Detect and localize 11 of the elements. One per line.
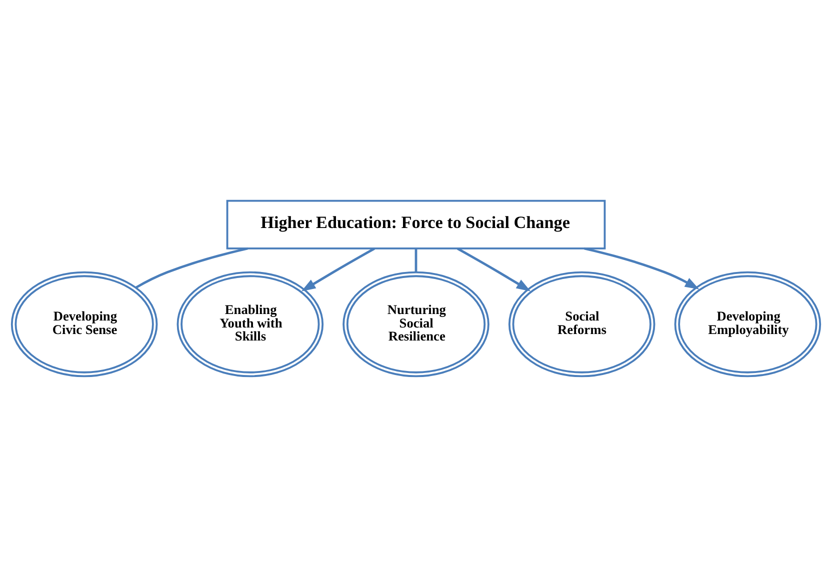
connector	[414, 248, 418, 272]
node-ellipse: Nurturing Social Resilience	[342, 271, 490, 378]
node-ellipse: Developing Employability	[674, 271, 822, 378]
node-ellipse: Developing Civic Sense	[10, 271, 158, 378]
node-ellipse: Enabling Youth with Skills	[176, 271, 324, 378]
arrow	[301, 248, 376, 292]
arrow	[584, 247, 700, 290]
arrow	[456, 248, 531, 292]
connector	[135, 247, 248, 289]
node-ellipse: Social Reforms	[508, 271, 656, 378]
node-box: Higher Education: Force to Social Change	[226, 200, 606, 250]
